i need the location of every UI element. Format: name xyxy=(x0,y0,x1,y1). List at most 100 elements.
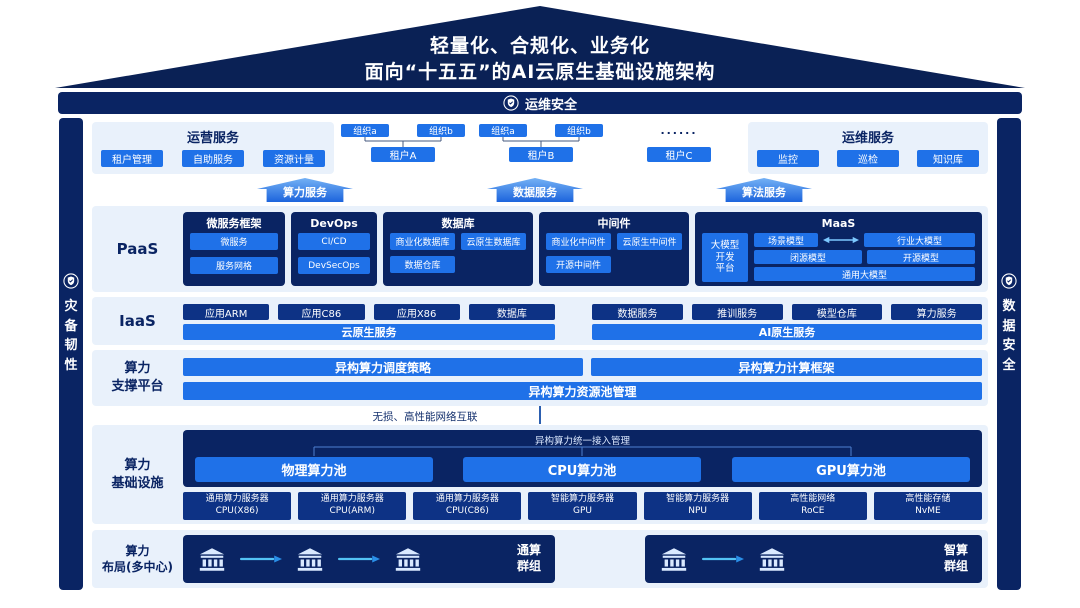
shield-check-icon xyxy=(1001,273,1017,289)
industry-model-button: 行业大模型 xyxy=(864,233,975,247)
server-line1: 智能算力服务器 xyxy=(666,494,730,505)
devops-group: DevOps CI/CD DevSecOps xyxy=(291,212,377,286)
connector-line xyxy=(539,406,541,424)
computing-infrastructure-layer: 算力 基础设施 异构算力统一接入管理 物理算力池 CPU算力池 GPU算力池 通… xyxy=(92,425,988,524)
inspection-button: 巡检 xyxy=(837,150,899,167)
server-box: 智能算力服务器 NPU xyxy=(643,492,752,520)
app-arm-button: 应用ARM xyxy=(183,304,270,320)
roof-banner: 轻量化、合规化、业务化 面向“十五五”的AI云原生基础设施架构 xyxy=(55,6,1025,88)
label-line: 智算 xyxy=(943,543,968,558)
resource-metering-button: 资源计量 xyxy=(263,150,325,167)
label-line: 支撑平台 xyxy=(111,379,164,394)
platform-line: 平台 xyxy=(715,263,735,275)
infrastructure-label: 算力 基础设施 xyxy=(92,425,183,524)
support-platform-label: 算力 支撑平台 xyxy=(92,350,183,406)
tenant-a-button: 租户A xyxy=(371,147,435,162)
self-service-button: 自助服务 xyxy=(182,150,244,167)
shield-check-icon xyxy=(503,95,519,111)
database-button: 数据库 xyxy=(468,304,555,320)
tenant-cluster-c: ...... 租户C xyxy=(616,124,742,172)
cloud-native-service-bar: 云原生服务 xyxy=(183,324,555,340)
bank-building-icon xyxy=(759,547,785,571)
microservice-framework-group: 微服务框架 微服务 服务网格 xyxy=(183,212,285,286)
computing-support-platform-layer: 算力 支撑平台 异构算力调度策略 异构算力计算框架 异构算力资源池管理 xyxy=(92,350,988,406)
devsecops-button: DevSecOps xyxy=(298,257,370,274)
intelligent-computing-group: 智算 群组 xyxy=(645,535,982,583)
label-line: 算力 xyxy=(125,543,150,558)
knowledge-base-button: 知识库 xyxy=(917,150,979,167)
train-infer-service-button: 推训服务 xyxy=(691,304,783,320)
unified-access-label: 异构算力统一接入管理 xyxy=(534,436,630,447)
server-line2: NvME xyxy=(915,506,941,516)
ai-native-service-bar: AI原生服务 xyxy=(592,324,982,340)
paas-label: PaaS xyxy=(116,239,159,258)
general-group-label: 通算 群组 xyxy=(517,543,541,574)
general-model-button: 通用大模型 xyxy=(754,267,975,281)
label-line: 通算 xyxy=(516,543,541,558)
ops-security-bar: 运维安全 xyxy=(58,92,1022,114)
gpu-pool: GPU算力池 xyxy=(732,457,970,482)
data-security-label: 数据安全 xyxy=(1002,299,1016,373)
label-line: 群组 xyxy=(943,559,968,573)
microservice-button: 微服务 xyxy=(190,233,278,250)
tenant-cluster-a: 组织a 组织b 租户A xyxy=(340,124,466,172)
server-row: 通用算力服务器 CPU(X86) 通用算力服务器 CPU(ARM) 通用算力服务… xyxy=(183,492,982,520)
database-group: 数据库 商业化数据库 云原生数据库 数据仓库 xyxy=(383,212,533,286)
platform-line: 开发 xyxy=(715,251,735,263)
org-b-button: 组织b xyxy=(555,124,603,137)
tenant-management-button: 租户管理 xyxy=(101,150,163,167)
iaas-label: IaaS xyxy=(119,311,156,330)
flow-arrow-icon xyxy=(338,555,380,563)
group-title: 中间件 xyxy=(597,217,631,230)
open-source-middleware-button: 开源中间件 xyxy=(546,256,611,273)
monitoring-button: 监控 xyxy=(757,150,819,167)
paas-layer: PaaS 微服务框架 微服务 服务网格 DevOps CI/CD DevSecO… xyxy=(92,206,988,292)
data-security-pillar: 数据安全 xyxy=(997,118,1021,590)
disaster-recovery-pillar: 灾备韧性 xyxy=(59,118,83,590)
label-line: 算力 xyxy=(124,361,151,377)
server-box: 高性能存储 NvME xyxy=(873,492,982,520)
cicd-button: CI/CD xyxy=(298,233,370,250)
maintenance-services-title: 运维服务 xyxy=(841,131,894,146)
cpu-pool: CPU算力池 xyxy=(463,457,701,482)
computing-service-arrow: 算力服务 xyxy=(257,178,353,202)
scene-model-button: 场景模型 xyxy=(754,233,818,247)
server-line1: 高性能存储 xyxy=(905,494,951,505)
open-model-button: 开源模型 xyxy=(867,250,975,264)
commercial-database-button: 商业化数据库 xyxy=(390,233,455,250)
service-mesh-button: 服务网格 xyxy=(190,257,278,274)
app-c86-button: 应用C86 xyxy=(278,304,365,320)
ops-security-label: 运维安全 xyxy=(524,97,577,113)
server-box: 通用算力服务器 CPU(X86) xyxy=(183,492,292,520)
org-connector-lines xyxy=(502,137,580,147)
org-row: 组织a 组织b xyxy=(479,124,603,137)
group-title: 微服务框架 xyxy=(206,217,262,230)
general-computing-group: 通算 群组 xyxy=(183,535,555,583)
large-model-dev-platform: 大模型 开发 平台 xyxy=(702,233,748,282)
data-service-arrow: 数据服务 xyxy=(487,178,583,202)
iaas-layer: IaaS 应用ARM 应用C86 应用X86 数据库 云原生服务 数据服务 推训… xyxy=(92,297,988,345)
app-x86-button: 应用X86 xyxy=(373,304,460,320)
service-arrow-label: 数据服务 xyxy=(513,186,557,199)
org-row: 组织a 组织b xyxy=(341,124,465,137)
server-line2: CPU(X86) xyxy=(215,506,259,516)
server-box: 高性能网络 RoCE xyxy=(758,492,867,520)
double-arrow-icon xyxy=(823,236,859,244)
roof-title-line1: 轻量化、合规化、业务化 xyxy=(429,35,650,57)
data-warehouse-button: 数据仓库 xyxy=(390,256,455,273)
service-arrow-label: 算法服务 xyxy=(742,186,786,199)
data-service-button: 数据服务 xyxy=(592,304,683,320)
server-line2: NPU xyxy=(688,506,707,516)
middleware-group: 中间件 商业化中间件 云原生中间件 开源中间件 xyxy=(539,212,689,286)
server-line2: RoCE xyxy=(801,506,825,516)
bracket-lines xyxy=(313,446,852,456)
algorithm-service-arrow: 算法服务 xyxy=(716,178,812,202)
scheduling-strategy-bar: 异构算力调度策略 xyxy=(183,358,583,376)
label-line: 基础设施 xyxy=(111,475,164,491)
tenant-c-button: 租户C xyxy=(647,147,711,162)
server-line2: CPU(C86) xyxy=(445,506,489,516)
bank-building-icon xyxy=(661,547,687,571)
service-arrow-label: 算力服务 xyxy=(283,186,327,199)
server-line1: 通用算力服务器 xyxy=(320,494,384,505)
